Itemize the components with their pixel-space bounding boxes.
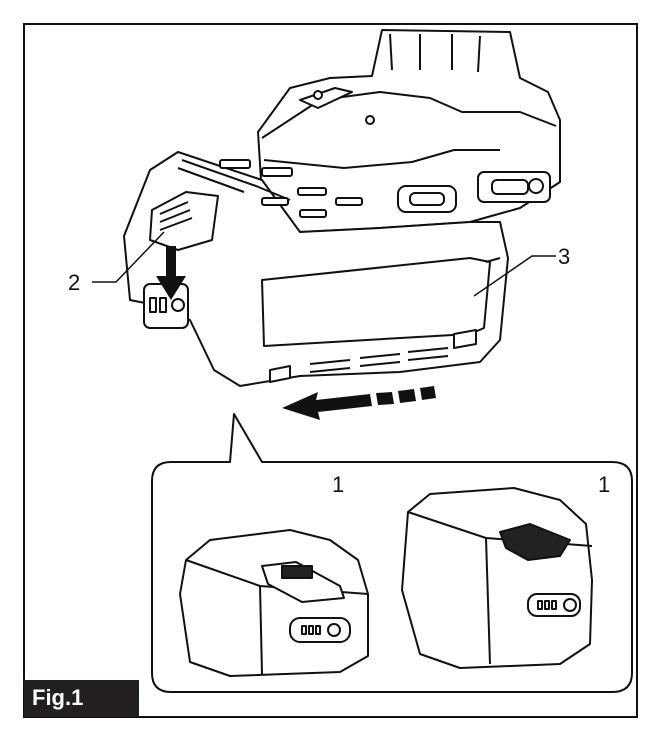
press-arrow-icon [156,246,186,300]
inset-battery-large [401,487,593,669]
figure-label: Fig.1 [32,685,84,710]
callout-3: 3 [558,244,570,269]
callout-1-left: 1 [332,472,344,497]
inset-battery-small [179,529,369,677]
slide-arrow-icon [282,386,436,420]
figure-label-box: Fig.1 [24,680,139,717]
tool-body-drawing [257,29,561,233]
callout-2: 2 [68,270,80,295]
battery-cartridge-drawing [123,151,509,387]
figure-frame [23,23,638,718]
callout-1-right: 1 [598,472,610,497]
